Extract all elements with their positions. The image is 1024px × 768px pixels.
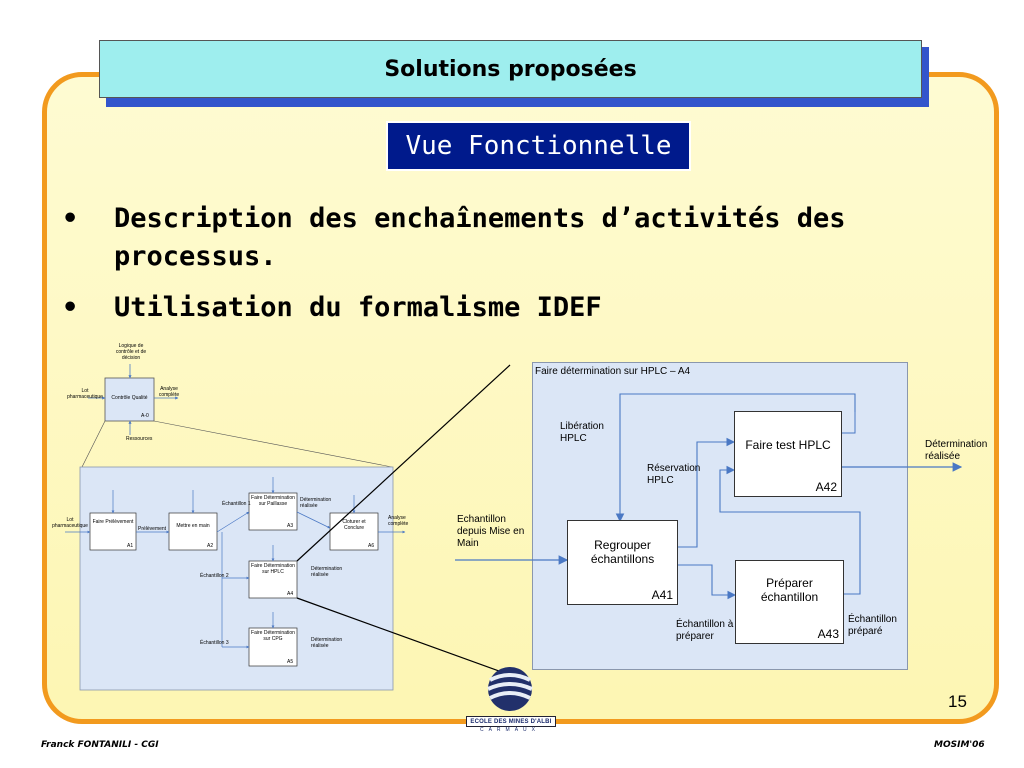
page-number: 15 — [948, 692, 967, 711]
a3-box-code: A3 — [287, 523, 294, 529]
a1-box-code: A1 — [127, 543, 134, 549]
logo-sub: CARMAUX — [479, 727, 540, 733]
slide-title: Solutions proposées — [384, 56, 637, 82]
prelevement-label: Prélèvement — [138, 526, 167, 532]
a0-input-label: Lot pharmaceutique — [67, 388, 103, 400]
det-realisee-a3-label: Détermination réalisée — [300, 497, 332, 509]
det-realisee-a5-label: Détermination réalisée — [311, 637, 343, 649]
bullet-marker: • — [62, 203, 79, 234]
title-bar: Solutions proposées — [99, 40, 922, 98]
a0-output-label: Analyse complète — [158, 386, 180, 398]
analyse-complete-label: Analyse complète — [388, 515, 409, 527]
a5-box-code: A5 — [287, 659, 294, 665]
a1-box-label: Faire Prélèvement — [92, 519, 134, 525]
a6-box-label: Cloturer et Conclure — [342, 519, 366, 531]
reservation-label: Réservation HPLC — [647, 463, 701, 486]
a4-diagram-panel — [532, 362, 908, 670]
a43-box: Préparer échantillon A43 — [735, 560, 844, 644]
a42-box: Faire test HPLC A42 — [734, 411, 842, 497]
a4-small-box-label: Faire Détermination sur HPLC — [251, 563, 295, 575]
footer-author: Franck FONTANILI - CGI — [41, 740, 159, 750]
ecole-mines-logo-icon — [487, 667, 533, 711]
a0-box-code: A-0 — [141, 413, 149, 419]
liberation-label: Libération HPLC — [560, 421, 604, 444]
det-realisee-a4-label: Détermination réalisée — [311, 566, 343, 578]
a42-label: Faire test HPLC — [745, 438, 831, 452]
ech-prepare-label: Échantillon préparé — [848, 614, 897, 637]
a3-box-label: Faire Détermination sur Paillasse — [251, 495, 295, 507]
a6-box-code: A6 — [368, 543, 375, 549]
a0-box-label: Contrôle Qualité — [111, 395, 148, 401]
a4-small-box-code: A4 — [287, 591, 294, 597]
subtitle-badge: Vue Fonctionnelle — [386, 121, 691, 171]
a43-code: A43 — [817, 627, 839, 641]
a0-detail-panel — [79, 466, 394, 691]
a42-code: A42 — [815, 480, 837, 494]
ech1-label: Échantillon 1 — [222, 501, 251, 507]
a2-box-code: A2 — [207, 543, 214, 549]
bullet-marker: • — [62, 292, 79, 323]
a2-box-label: Mettre en main — [176, 523, 210, 529]
a0-mechanism-label: Ressources — [126, 436, 153, 442]
footer-conference: MOSIM'06 — [934, 740, 985, 750]
bullet-text: Description des enchaînements d’activité… — [114, 203, 846, 272]
a41-label: Regrouper échantillons — [590, 538, 655, 566]
a0-box — [104, 377, 155, 422]
a41-code: A41 — [651, 588, 673, 602]
a41-box: Regrouper échantillons A41 — [567, 520, 678, 605]
ech2-label: Échantillon 2 — [200, 573, 229, 579]
a0-control-label: Logique de contrôle et de décision — [115, 343, 147, 361]
ech-a-preparer-label: Échantillon à préparer — [676, 619, 734, 642]
bullet-item: • Description des enchaînements d’activit… — [62, 200, 922, 276]
bullet-item: • Utilisation du formalisme IDEF — [62, 289, 922, 327]
ech3-label: Échantillon 3 — [200, 640, 229, 646]
a4-input-label: Echantillon depuis Mise en Main — [457, 514, 525, 549]
a4-diagram-title: Faire détermination sur HPLC – A4 — [535, 366, 691, 377]
bullet-text: Utilisation du formalisme IDEF — [114, 292, 602, 323]
a5-box-label: Faire Détermination sur CPG — [251, 630, 295, 642]
a1-input-label: Lot pharmaceutique — [52, 517, 88, 529]
a43-label: Préparer échantillon — [760, 576, 819, 604]
bullet-list: • Description des enchaînements d’activit… — [62, 200, 922, 340]
a4-output-label: Détermination réalisée — [925, 439, 988, 462]
logo-name: ECOLE DES MINES D'ALBI — [466, 716, 556, 727]
